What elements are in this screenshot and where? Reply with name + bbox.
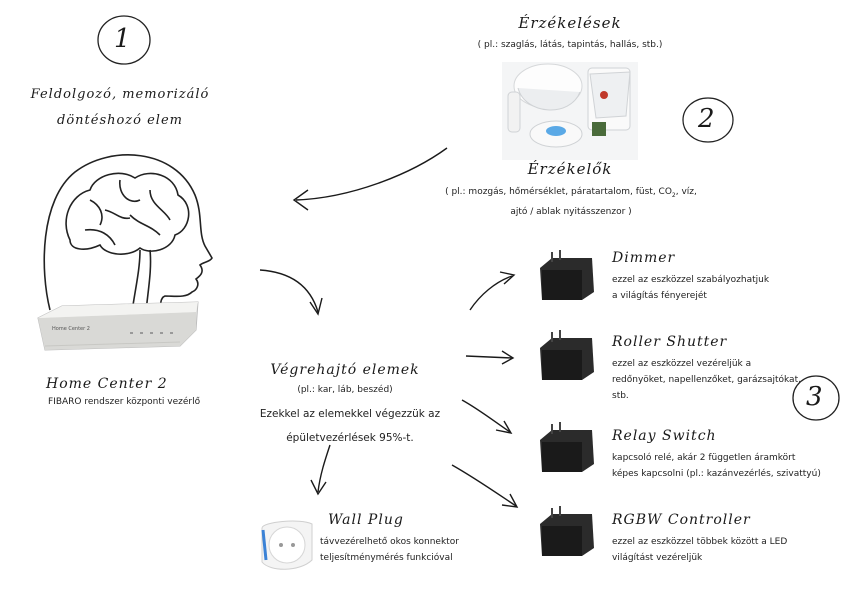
dimmer-module-image — [540, 250, 594, 300]
sensors-line1: ( pl.: mozgás, hőmérséklet, páratartalom… — [445, 187, 672, 197]
wallplug-name: Wall Plug — [328, 512, 404, 528]
device-dimmer: Dimmer ezzel az eszközzel szabályozhatju… — [612, 250, 848, 304]
sensors-title: Érzékelők — [527, 160, 613, 178]
arrow-sensors-to-brain — [295, 147, 448, 201]
number-three: 3 — [806, 382, 824, 412]
wallplug-line1: távvezérelhető okos konnektor — [320, 537, 459, 547]
actuators-body: Ezekkel az elemekkel végezzük az épületv… — [250, 402, 450, 450]
processor-title-line2: döntéshozó elem — [57, 113, 183, 128]
actuators-title: Végrehajtó elemek — [270, 362, 420, 378]
arrow-head-2 — [309, 297, 323, 316]
device-roller-shutter: Roller Shutter ezzel az eszközzel vezére… — [612, 334, 848, 404]
device-relay-line1: kapcsoló relé, akár 2 független áramkört — [612, 453, 796, 463]
circle-2 — [682, 97, 734, 143]
home-center-title: Home Center 2 — [46, 376, 168, 392]
device-rgbw-line1: ezzel az eszközzel többek között a LED — [612, 537, 788, 547]
device-roller-name: Roller Shutter — [612, 334, 728, 350]
circle-1 — [97, 15, 151, 65]
device-relay-switch: Relay Switch kapcsoló relé, akár 2 függe… — [612, 428, 848, 482]
processor-title: Feldolgozó, memorizáló döntéshozó elem — [20, 82, 220, 134]
sensing-subtitle: ( pl.: szaglás, látás, tapintás, hallás,… — [477, 40, 663, 50]
home-center-caption: FIBARO rendszer központi vezérlő — [48, 397, 201, 407]
arrow-to-wallplug — [317, 444, 331, 493]
roller-module-image — [540, 330, 594, 380]
device-dimmer-line1: ezzel az eszközzel szabályozhatjuk — [612, 275, 770, 285]
circle-3 — [792, 375, 840, 421]
sensors-co2-sub: 2 — [671, 191, 676, 199]
wallplug-image — [261, 520, 313, 570]
number-one: 1 — [114, 24, 132, 54]
device-relay-name: Relay Switch — [612, 428, 717, 444]
arrow-to-relay — [461, 399, 511, 433]
actuators-body-line2: épületvezérlések 95%-t. — [286, 432, 414, 444]
actuators-subtitle: (pl.: kar, láb, beszéd) — [297, 385, 393, 395]
arrow-to-roller — [465, 355, 513, 359]
sensors-line2: ajtó / ablak nyitásszenzor ) — [510, 206, 632, 217]
device-printed-label: Home Center 2 — [52, 326, 90, 332]
arrow-to-dimmer — [469, 275, 513, 311]
sensors-description: ( pl.: mozgás, hőmérséklet, páratartalom… — [426, 184, 716, 220]
head-silhouette-icon — [43, 154, 213, 313]
device-rgbw-name: RGBW Controller — [612, 512, 751, 528]
device-rgbw-controller: RGBW Controller ezzel az eszközzel többe… — [612, 512, 848, 566]
arrows — [259, 147, 519, 508]
sensing-title: Érzékelések — [518, 14, 622, 32]
device-dimmer-name: Dimmer — [612, 250, 676, 266]
home-center-device-image — [37, 301, 199, 351]
processor-title-line1: Feldolgozó, memorizáló — [30, 87, 210, 102]
sensors-line1-end: , víz, — [675, 187, 697, 197]
arrow-to-rgbw — [451, 464, 517, 507]
device-roller-line1: ezzel az eszközzel vezéreljük a — [612, 359, 752, 369]
device-roller-line3: stb. — [612, 391, 629, 401]
device-dimmer-line2: a világítás fényerejét — [612, 291, 707, 301]
module-images — [261, 250, 594, 570]
device-wall-plug: Wall Plug távvezérelhető okos konnektor … — [320, 512, 520, 566]
arrow-brain-to-actuators — [259, 269, 319, 313]
device-relay-line2: képes kapcsolni (pl.: kazánvezérlés, szi… — [612, 469, 821, 479]
actuators-body-line1: Ezekkel az elemekkel végezzük az — [259, 408, 441, 420]
wallplug-line2: teljesítménymérés funkcióval — [320, 553, 453, 563]
arrow-head-1 — [292, 189, 309, 211]
sensors-image — [502, 62, 638, 160]
rgbw-module-image — [540, 506, 594, 556]
number-two: 2 — [698, 104, 716, 134]
relay-module-image — [540, 422, 594, 472]
device-roller-line2: redőnyöket, napellenzőket, garázsajtókat… — [612, 375, 801, 385]
device-rgbw-line2: világítást vezéreljük — [612, 553, 703, 563]
